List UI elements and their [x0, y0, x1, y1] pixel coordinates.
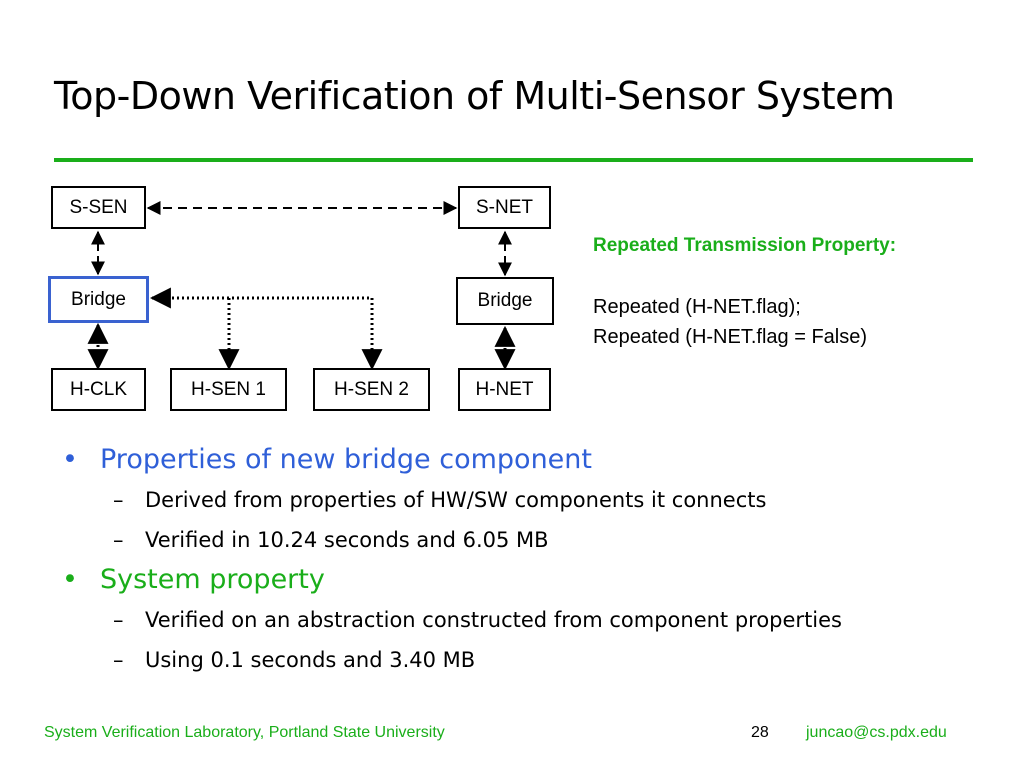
- bullet-list: • Properties of new bridge component – D…: [60, 440, 1000, 680]
- sub-bullet-text: Using 0.1 seconds and 3.40 MB: [145, 648, 476, 672]
- node-h-sen-2: H-SEN 2: [313, 368, 430, 411]
- dash-icon: –: [113, 608, 124, 632]
- bullet-text: Properties of new bridge component: [100, 444, 592, 475]
- slide-title: Top-Down Verification of Multi-Sensor Sy…: [54, 74, 895, 118]
- sub-bullet-item: – Verified on an abstraction constructed…: [60, 600, 1000, 640]
- node-h-sen-1: H-SEN 1: [170, 368, 287, 411]
- dash-icon: –: [113, 648, 124, 672]
- property-line: Repeated (H-NET.flag);: [593, 296, 801, 318]
- dash-icon: –: [113, 488, 124, 512]
- sub-bullet-text: Verified in 10.24 seconds and 6.05 MB: [145, 528, 549, 552]
- bullet-text: System property: [100, 564, 325, 595]
- node-bridge-right: Bridge: [456, 277, 554, 325]
- footer-email: juncao@cs.pdx.edu: [806, 724, 947, 741]
- node-s-sen: S-SEN: [51, 186, 146, 229]
- node-h-clk: H-CLK: [51, 368, 146, 411]
- node-h-net: H-NET: [458, 368, 551, 411]
- sub-bullet-item: – Using 0.1 seconds and 3.40 MB: [60, 640, 1000, 680]
- node-bridge-left: Bridge: [48, 276, 149, 323]
- sub-bullet-text: Derived from properties of HW/SW compone…: [145, 488, 767, 512]
- footer-institution: System Verification Laboratory, Portland…: [44, 724, 445, 741]
- sub-bullet-item: – Derived from properties of HW/SW compo…: [60, 480, 1000, 520]
- node-s-net: S-NET: [458, 186, 551, 229]
- property-title: Repeated Transmission Property:: [593, 235, 897, 256]
- page-number: 28: [751, 724, 769, 741]
- dash-icon: –: [113, 528, 124, 552]
- bullet-dot-icon: •: [62, 564, 78, 595]
- sub-bullet-text: Verified on an abstraction constructed f…: [145, 608, 842, 632]
- bullet-item: • System property: [60, 560, 1000, 600]
- bullet-item: • Properties of new bridge component: [60, 440, 1000, 480]
- bullet-dot-icon: •: [62, 444, 78, 475]
- title-underline: [54, 158, 973, 162]
- sub-bullet-item: – Verified in 10.24 seconds and 6.05 MB: [60, 520, 1000, 560]
- property-line: Repeated (H-NET.flag = False): [593, 326, 868, 348]
